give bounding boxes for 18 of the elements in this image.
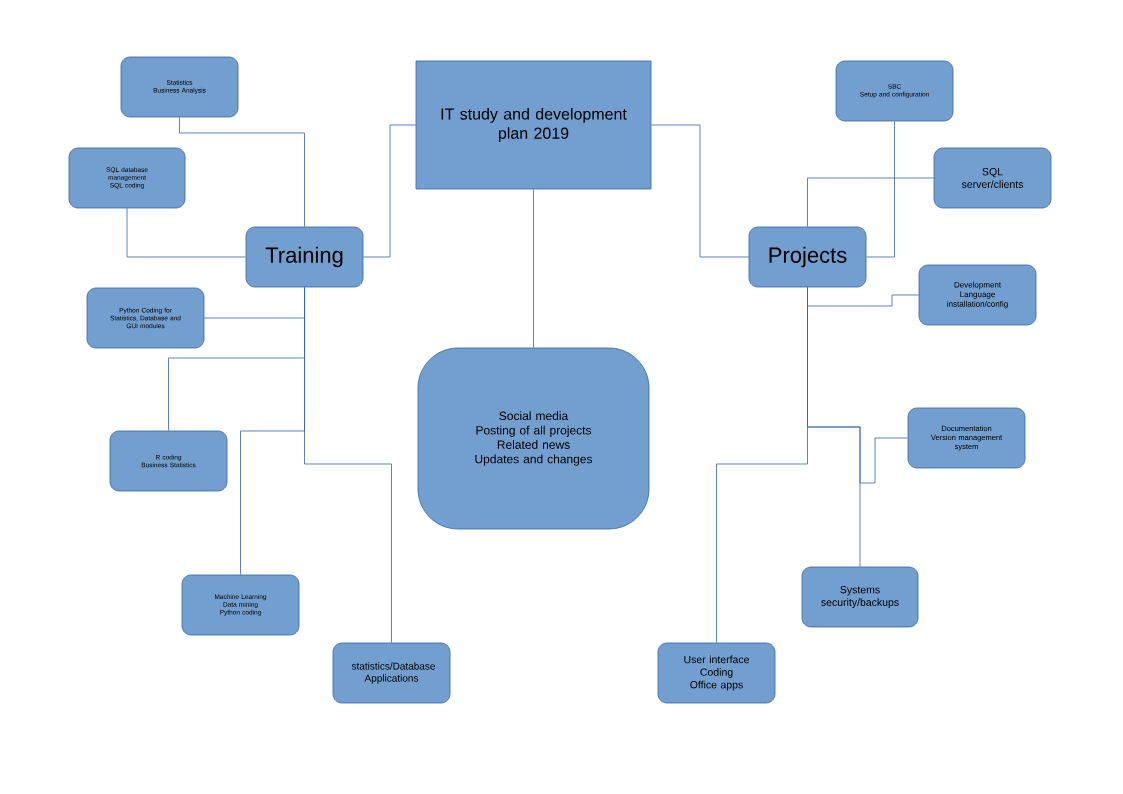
connector-line: [807, 177, 934, 227]
connector-line: [866, 121, 895, 258]
connector-line: [126, 208, 246, 258]
subtopic-box: User interface Coding Office apps: [657, 642, 776, 704]
title-box: IT study and development plan 2019: [415, 60, 652, 190]
connector-line: [179, 117, 305, 227]
connector-line: [363, 124, 416, 258]
connector-line: [304, 287, 392, 643]
rounded-box: Social media Posting of all projects Related news Updates and changes: [417, 347, 650, 530]
connector-line: [651, 124, 749, 258]
subtopic-box: statistics/Database Applications: [332, 642, 451, 704]
subtopic-box: Development Language installation/config: [918, 264, 1037, 326]
subtopic-box: SQL server/clients: [933, 147, 1052, 209]
topic-box: Training: [245, 226, 364, 288]
subtopic-box: Systems security/backups: [801, 566, 919, 628]
connector-line: [533, 189, 534, 348]
connector-line: [716, 287, 808, 643]
topic-box: Projects: [748, 226, 867, 288]
